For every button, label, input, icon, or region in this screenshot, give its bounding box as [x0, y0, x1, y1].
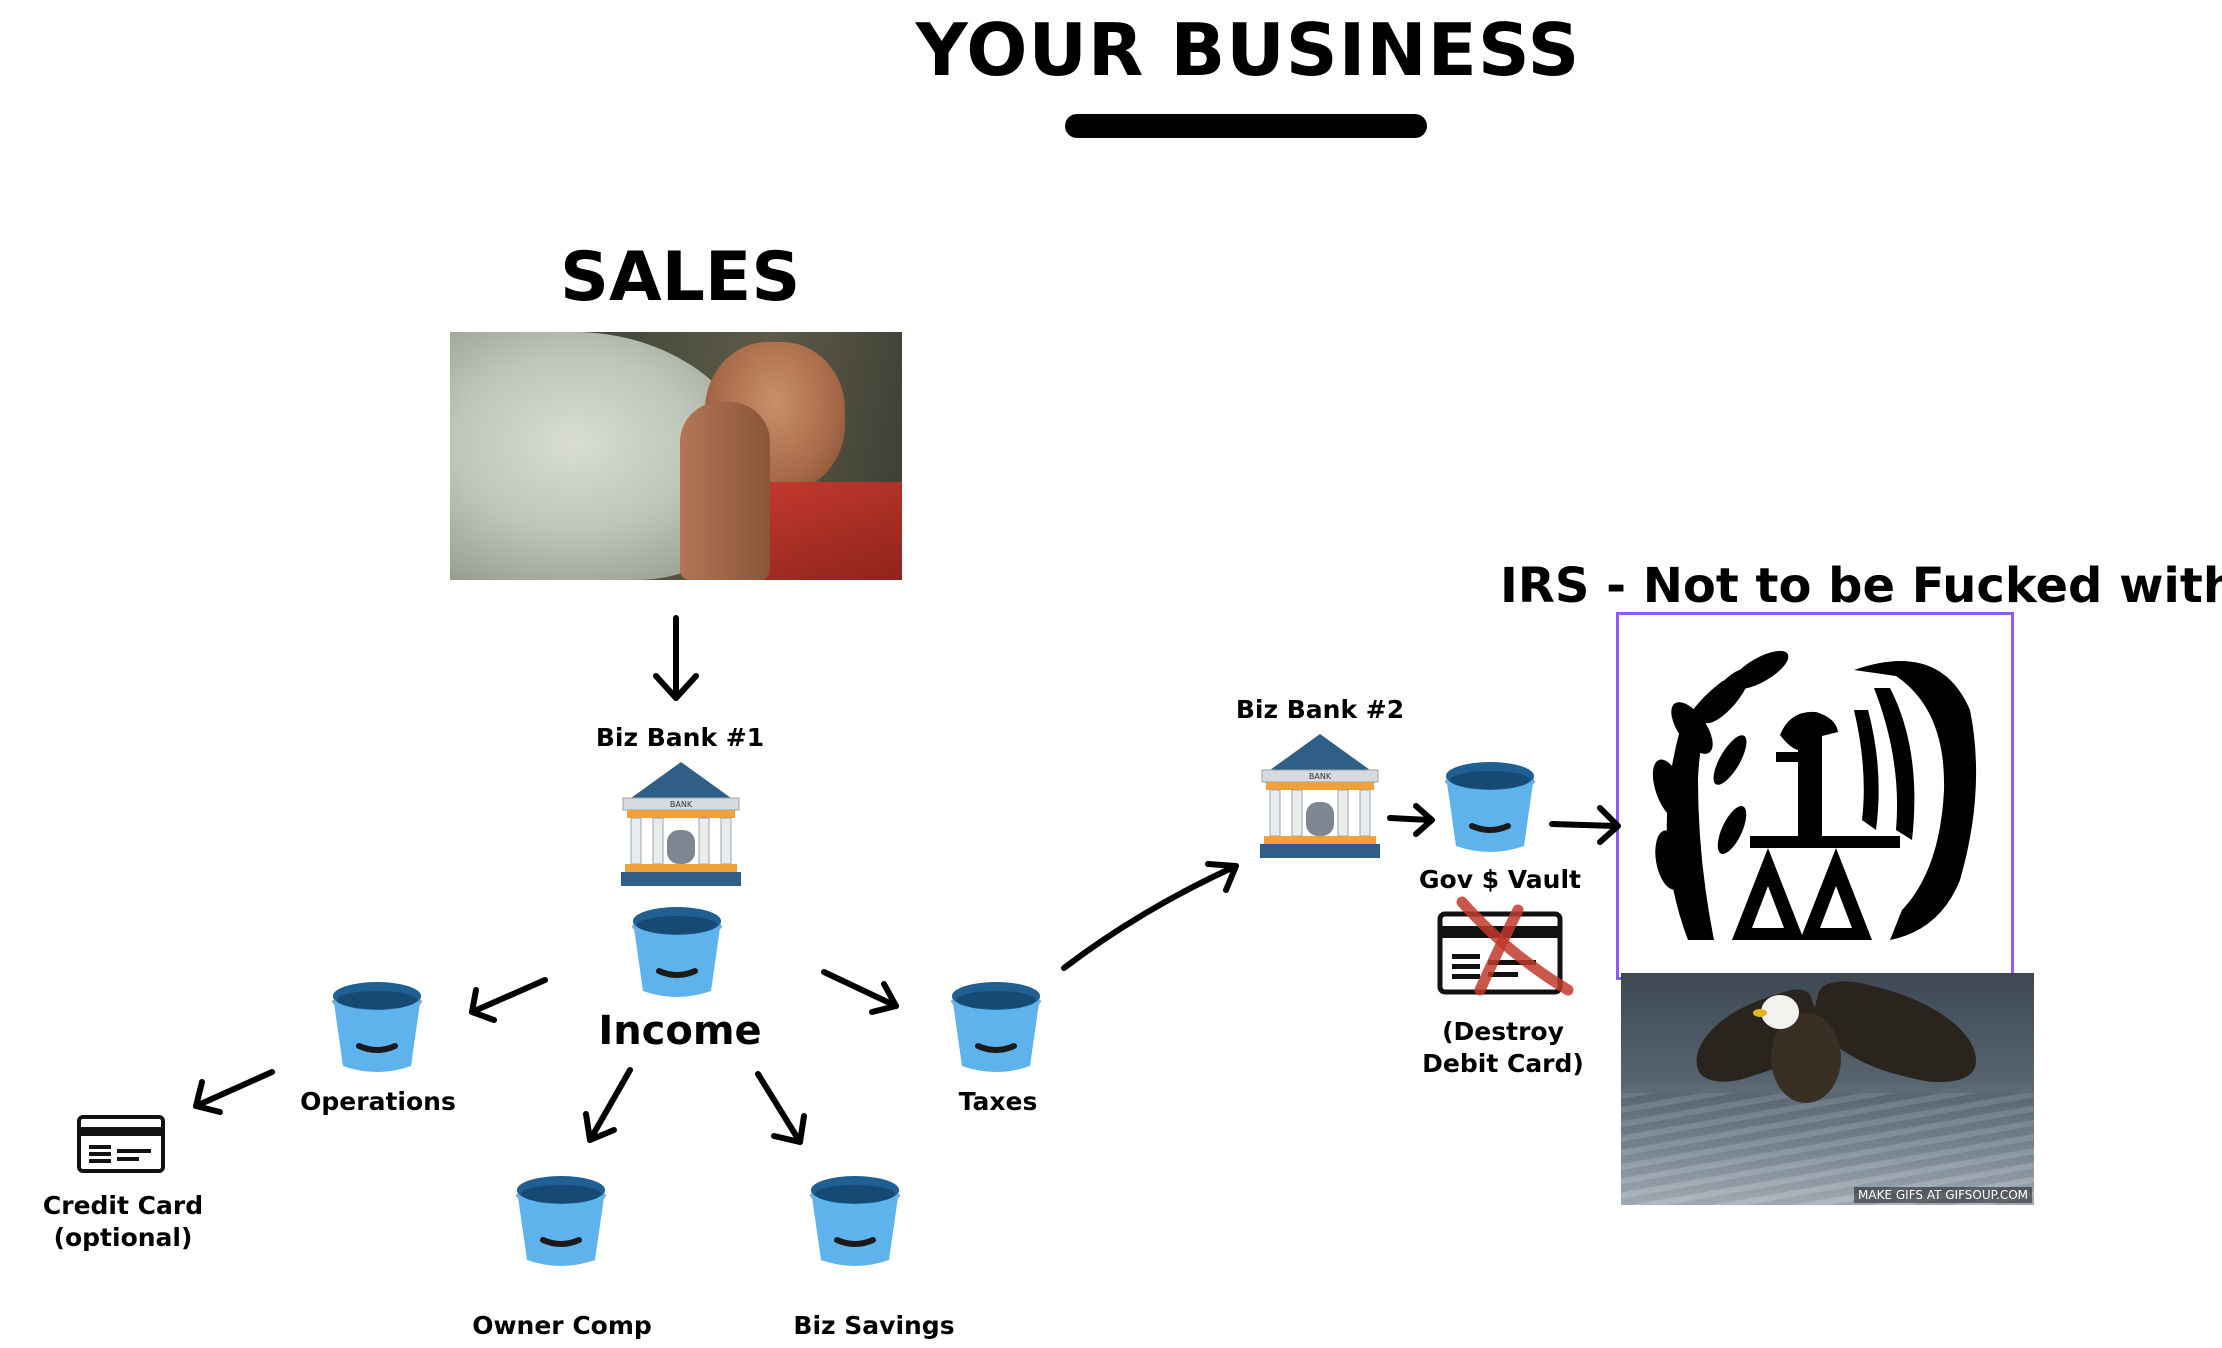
biz-savings-bucket-icon [809, 1176, 901, 1266]
operations-label: Operations [300, 1087, 456, 1116]
bank-sign-text: BANK [670, 800, 693, 809]
biz-savings-label: Biz Savings [793, 1311, 955, 1340]
page-title: YOUR BUSINESS [915, 8, 1581, 92]
credit-card-label-line1: Credit Card [42, 1191, 204, 1220]
taxes-label: Taxes [958, 1087, 1038, 1116]
credit-card-label-line2: (optional) [53, 1223, 193, 1252]
owner-comp-bucket-icon [515, 1176, 607, 1266]
income-to-operations-arrow [469, 977, 548, 1023]
income-to-owner-comp-arrow [583, 1067, 633, 1143]
gov-vault-label: Gov $ Vault [1419, 865, 1581, 894]
sales-heading: SALES [560, 238, 801, 317]
income-to-taxes-arrow [821, 969, 899, 1015]
gifsoup-watermark: MAKE GIFS AT GIFSOUP.COM [1854, 1187, 2032, 1203]
income-to-biz-savings-arrow [755, 1071, 807, 1145]
bank1-label: Biz Bank #1 [595, 723, 765, 752]
owner-comp-label: Owner Comp [472, 1311, 652, 1340]
taxes-bucket-icon [950, 982, 1042, 1072]
income-label: Income [598, 1008, 762, 1054]
debit-card-label-line2: Debit Card) [1422, 1049, 1584, 1078]
bank-building-icon: BANK [1260, 734, 1380, 858]
debit-card-label-line1: (Destroy [1442, 1017, 1564, 1046]
credit-card-icon [77, 1115, 165, 1173]
operations-to-credit-card-arrow [193, 1069, 275, 1115]
bank-sign-text: BANK [1309, 772, 1332, 781]
irs-heading: IRS - Not to be Fucked with [1500, 558, 2222, 614]
income-bucket-icon [631, 907, 723, 997]
vault-to-irs-arrow [1549, 805, 1621, 845]
gov-vault-bucket-icon [1444, 762, 1536, 852]
sales-handshake-photo [450, 332, 902, 580]
bank2-label: Biz Bank #2 [1235, 695, 1405, 724]
sales-to-bank1-arrow [653, 615, 699, 701]
title-underline [1065, 114, 1427, 138]
taxes-to-bank2-arrow [1061, 861, 1239, 971]
bank-building-icon: BANK [621, 762, 741, 886]
bank2-to-vault-arrow [1387, 803, 1435, 837]
operations-bucket-icon [331, 982, 423, 1072]
eagle-photo: MAKE GIFS AT GIFSOUP.COM [1621, 973, 2034, 1205]
irs-eagle-scales-logo-icon [1652, 650, 1977, 940]
cross-out-mark-icon [1456, 896, 1574, 996]
